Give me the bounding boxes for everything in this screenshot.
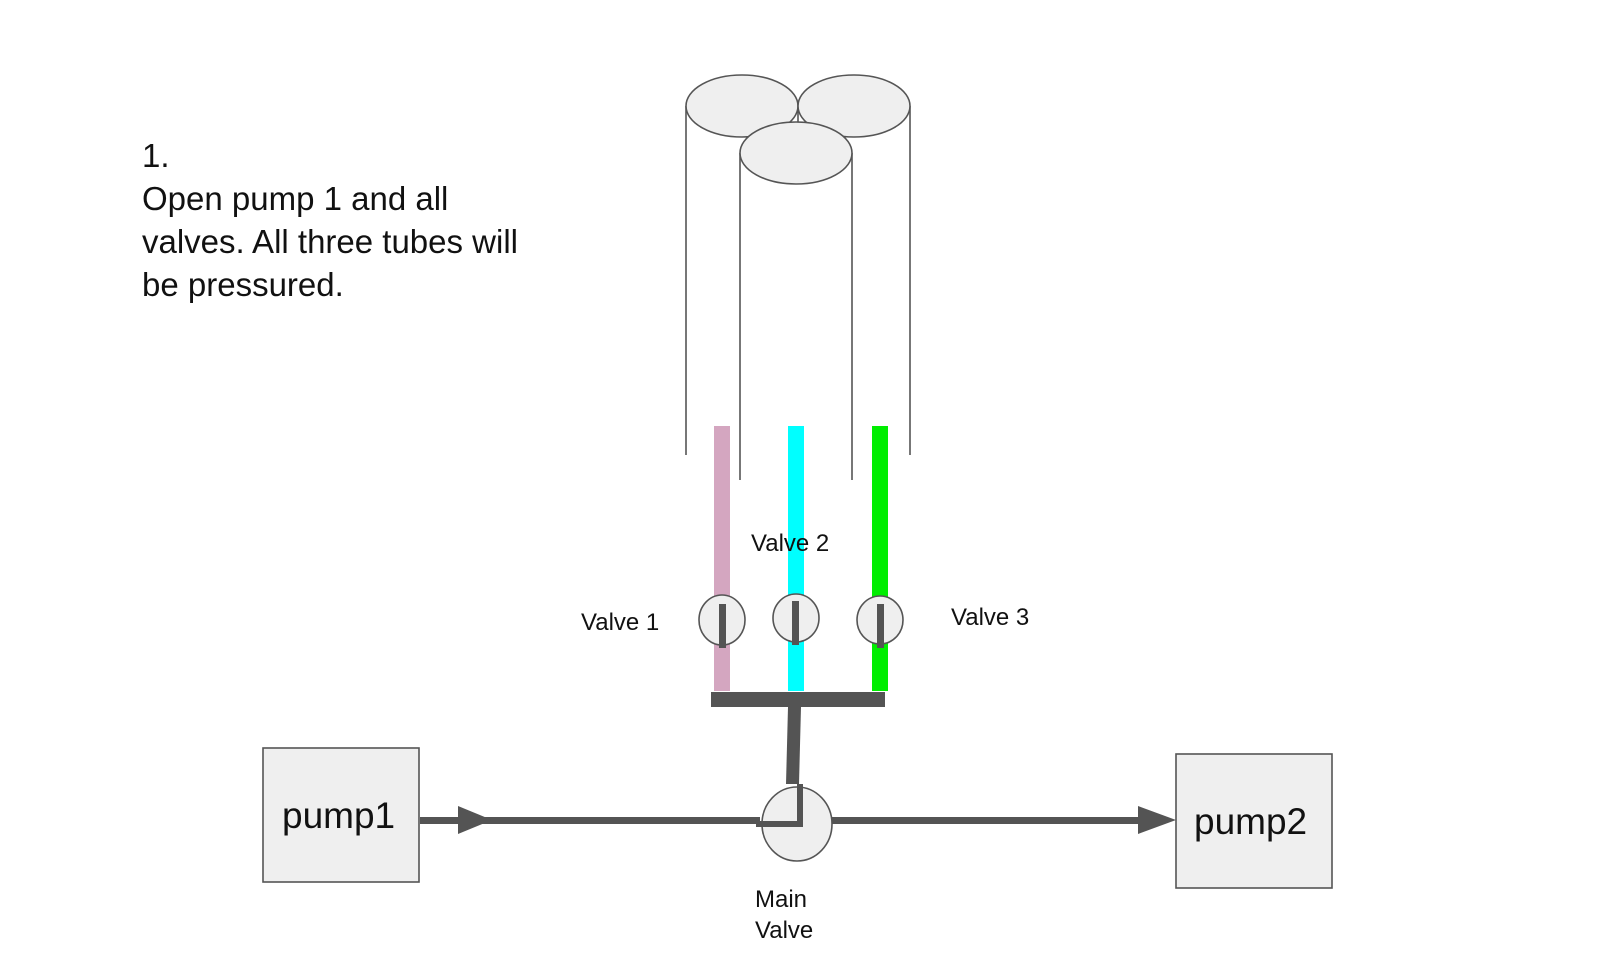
pump1-label: pump1 <box>282 795 396 836</box>
valve-2-label: Valve 2 <box>751 530 830 557</box>
valve-3[interactable] <box>856 595 904 648</box>
instruction-text: 1. Open pump 1 and all valves. All three… <box>142 134 582 306</box>
main-valve-label-line-2: Valve <box>755 917 814 944</box>
arrow-right-icon <box>1138 806 1176 834</box>
instruction-step: 1. <box>142 137 170 174</box>
manifold-bar <box>711 692 885 707</box>
manifold-riser <box>786 707 801 784</box>
valve-3-label: Valve 3 <box>951 604 1030 631</box>
main-valve-label-line-1: Main <box>755 886 808 913</box>
valve-1[interactable] <box>698 594 746 648</box>
main-valve[interactable] <box>756 784 833 862</box>
valve-1-label: Valve 1 <box>581 609 660 636</box>
pump2-label: pump2 <box>1194 801 1308 842</box>
instruction-line-2: valves. All three tubes will <box>142 223 519 260</box>
pump1-box[interactable] <box>262 747 420 883</box>
pipe-valve-2 <box>788 426 804 691</box>
tube-middle <box>739 121 853 480</box>
pipe-valve-1 <box>714 426 730 691</box>
pipe-valve-3 <box>872 426 888 691</box>
tube-right <box>797 74 911 455</box>
valve-2[interactable] <box>772 593 820 645</box>
main-line-left <box>420 817 760 824</box>
arrow-right-icon <box>458 806 492 834</box>
pump2-box[interactable] <box>1175 753 1333 889</box>
instruction-line-1: Open pump 1 and all <box>142 180 449 217</box>
main-line-right <box>832 817 1142 824</box>
instruction-line-3: be pressured. <box>142 266 344 303</box>
